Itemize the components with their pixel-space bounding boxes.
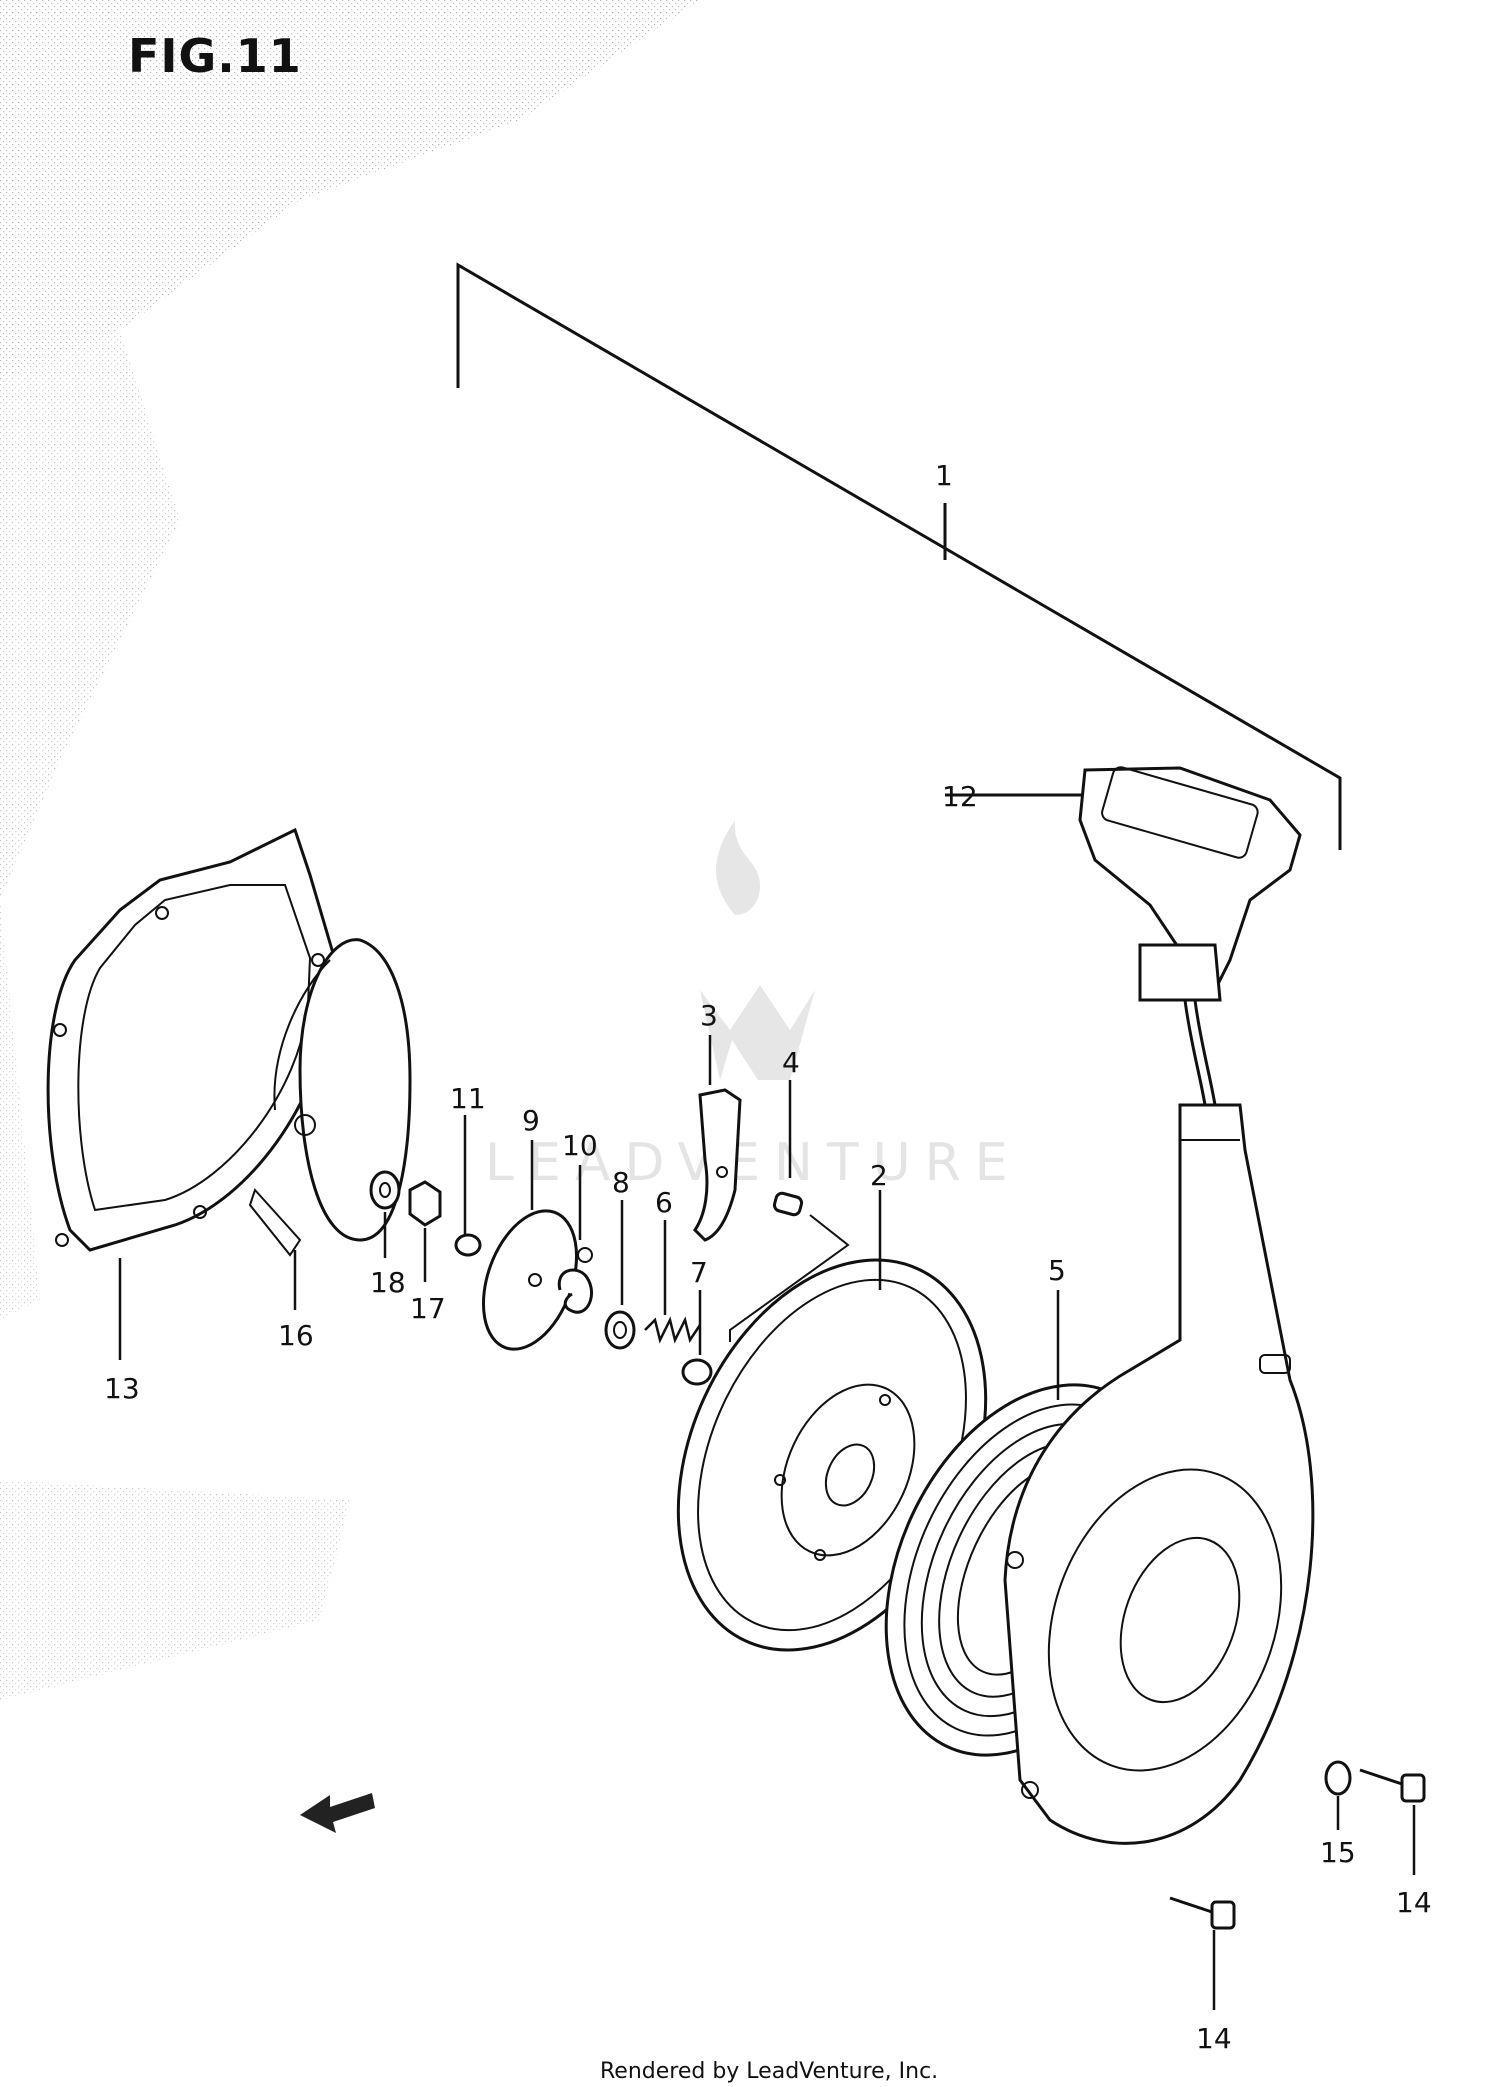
bolt-bottom [1169, 1896, 1236, 2010]
callout-7: 7 [690, 1256, 708, 1289]
watermark-text: LEADVENTURE [485, 1133, 1022, 1193]
callout-2: 2 [870, 1159, 888, 1192]
leadventure-logo-icon [700, 820, 815, 1080]
callout-4: 4 [782, 1046, 800, 1079]
callout-5: 5 [1048, 1254, 1066, 1287]
callout-17: 17 [410, 1292, 446, 1325]
starter-handle [945, 766, 1302, 1106]
ratchet-pawl [693, 1035, 742, 1242]
callout-6: 6 [655, 1186, 673, 1219]
ratchet-spring [557, 1165, 594, 1314]
spring-guide [604, 1200, 636, 1350]
callout-14-bottom: 14 [1196, 2022, 1232, 2055]
callout-15: 15 [1320, 1836, 1356, 1869]
watermark: LEADVENTURE [485, 820, 1022, 1193]
case-washer [1324, 1760, 1352, 1830]
callout-3: 3 [700, 999, 718, 1032]
callout-9: 9 [522, 1104, 540, 1137]
washer [369, 1170, 401, 1258]
callout-12: 12 [942, 780, 978, 813]
collar [681, 1290, 713, 1386]
bolts [1169, 1768, 1426, 2010]
callout-8: 8 [612, 1166, 630, 1199]
coil-spring [644, 1220, 702, 1344]
callout-1: 1 [935, 459, 953, 492]
small-nut [454, 1115, 482, 1257]
callout-14-right: 14 [1396, 1886, 1432, 1919]
callout-10: 10 [562, 1129, 598, 1162]
arrow-left-icon [300, 1793, 375, 1833]
figure-title: FIG.11 [128, 29, 302, 83]
render-credit: Rendered by LeadVenture, Inc. [600, 2059, 938, 2084]
ratchet-guide [248, 938, 412, 1310]
nut [408, 1180, 442, 1282]
gasket [46, 827, 337, 1360]
scan-noise [0, 0, 700, 1700]
callout-18: 18 [370, 1266, 406, 1299]
bolt-right [1359, 1768, 1426, 1875]
callout-16: 16 [278, 1319, 314, 1352]
callout-labels: 1 2 3 4 5 6 7 8 9 10 11 12 13 14 14 15 1… [104, 459, 1432, 2055]
callout-11: 11 [450, 1082, 486, 1115]
callout-13: 13 [104, 1372, 140, 1405]
starter-case [1003, 1103, 1315, 1845]
assembly-bracket [456, 262, 1342, 850]
pin [729, 1080, 850, 1342]
